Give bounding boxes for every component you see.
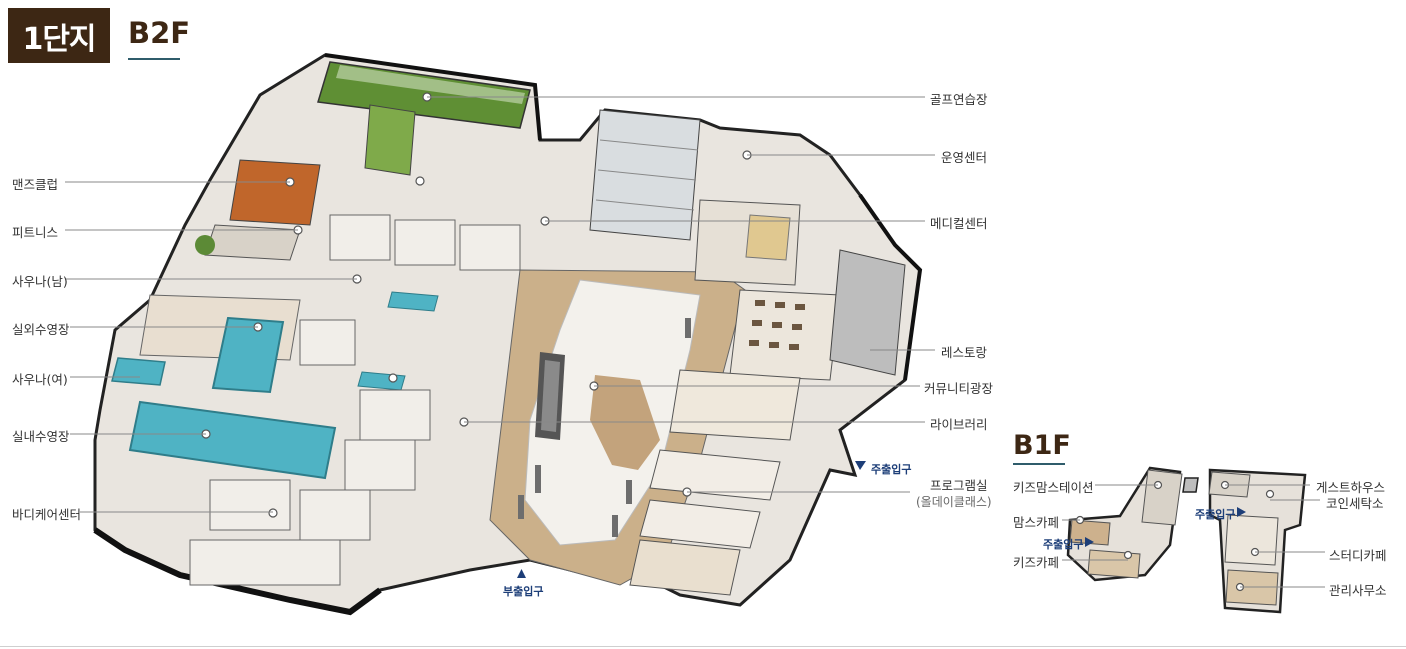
label-golf: 골프연습장 xyxy=(930,92,988,107)
label-guest-house: 게스트하우스 xyxy=(1316,480,1386,495)
label-sauna-women: 사우나(여) xyxy=(12,372,68,387)
floor-title-b2-underline xyxy=(128,58,180,60)
label-mens-club: 맨즈클럽 xyxy=(12,177,59,192)
complex-badge: 1단지 xyxy=(8,8,110,63)
restaurant-area xyxy=(729,289,841,381)
label-operation: 운영센터 xyxy=(941,150,988,165)
sub-entry-arrow-icon xyxy=(517,569,526,578)
label-medical: 메디컬센터 xyxy=(930,216,988,231)
label-moms-cafe: 맘스카페 xyxy=(1013,515,1060,530)
label-sub-entry: 부출입구 xyxy=(503,585,544,598)
label-community-plaza: 커뮤니티광장 xyxy=(924,381,994,396)
label-kids-moms-station: 키즈맘스테이션 xyxy=(1013,480,1094,495)
label-management-office: 관리사무소 xyxy=(1329,583,1387,598)
mens-club-area xyxy=(229,159,321,226)
label-coin-laundry: 코인세탁소 xyxy=(1326,496,1384,511)
floor-title-b2: B2F xyxy=(128,16,191,50)
label-sauna-men: 사우나(남) xyxy=(12,274,68,289)
floor-title-b1: B1F xyxy=(1013,430,1071,461)
floor-title-b1-underline xyxy=(1013,463,1065,465)
label-study-cafe: 스터디카페 xyxy=(1329,548,1387,563)
program-room-area xyxy=(649,449,781,501)
library-area xyxy=(669,369,801,441)
bottom-divider xyxy=(0,646,1406,647)
label-program-room: 프로그램실 xyxy=(930,478,988,493)
label-kids-cafe: 키즈카페 xyxy=(1013,555,1060,570)
label-body-care: 바디케어센터 xyxy=(12,507,82,522)
label-program-room-sub: (올데이클래스) xyxy=(916,495,992,509)
label-b1-main-entry-right: 주출입구 xyxy=(1195,508,1236,521)
b1-entry-arrow-left-icon xyxy=(1085,537,1094,547)
outdoor-pool xyxy=(211,316,285,394)
label-library: 라이브러리 xyxy=(930,417,988,432)
label-restaurant: 레스토랑 xyxy=(941,345,988,360)
b1-entry-arrow-right-icon xyxy=(1237,507,1246,517)
label-indoor-pool: 실내수영장 xyxy=(12,429,70,444)
label-fitness: 피트니스 xyxy=(12,225,59,240)
label-outdoor-pool: 실외수영장 xyxy=(12,322,70,337)
label-b1-main-entry-left: 주출입구 xyxy=(1043,538,1084,551)
womens-sauna-pool xyxy=(111,357,166,386)
label-main-entry: 주출입구 xyxy=(871,463,912,476)
main-entry-arrow-icon xyxy=(855,461,866,470)
